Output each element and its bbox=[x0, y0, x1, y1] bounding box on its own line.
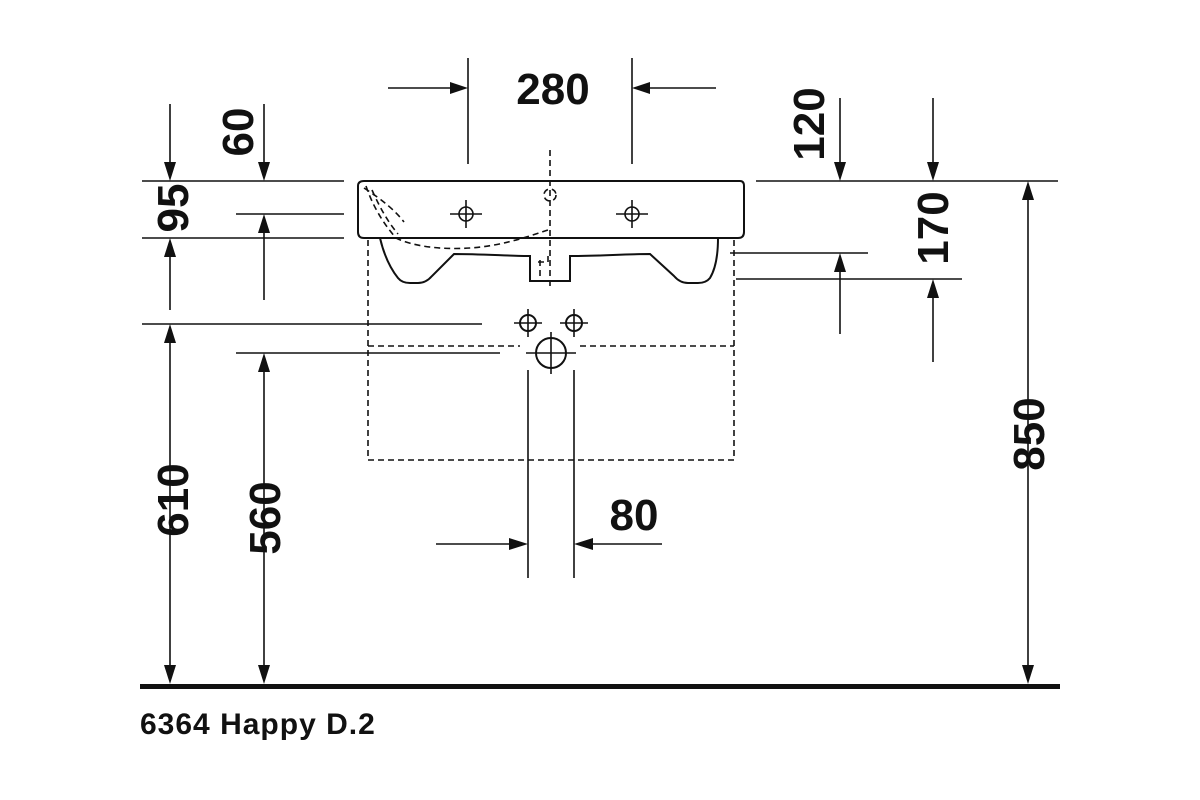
center-tap-hole-icon bbox=[543, 188, 557, 202]
dimension-80 bbox=[436, 370, 662, 578]
dim-rim-top-offset: 120 bbox=[785, 87, 834, 160]
dim-overflow-depth: 60 bbox=[214, 108, 263, 157]
dim-rim-to-overflow: 95 bbox=[149, 184, 198, 233]
dimension-610-560 bbox=[142, 323, 500, 684]
supply-connection-right-icon bbox=[560, 309, 588, 337]
dimension-60-95 bbox=[142, 104, 344, 310]
dim-waste-spacing: 80 bbox=[610, 491, 659, 540]
dimension-280 bbox=[388, 58, 716, 164]
tap-hole-right-icon bbox=[616, 200, 648, 228]
dim-rim-height: 850 bbox=[1005, 397, 1054, 470]
dim-basin-depth: 170 bbox=[909, 191, 958, 264]
model-caption: 6364 Happy D.2 bbox=[140, 708, 376, 741]
vanity-outline bbox=[367, 240, 735, 461]
floor-line bbox=[140, 684, 1060, 689]
dimension-850 bbox=[1022, 181, 1034, 684]
tap-hole-left-icon bbox=[450, 200, 482, 228]
waste-outlet-icon bbox=[526, 332, 576, 374]
dim-tap-spacing: 280 bbox=[516, 65, 589, 114]
basin-outline bbox=[357, 150, 745, 286]
dim-supply-height: 560 bbox=[241, 481, 290, 554]
dimension-120-170 bbox=[730, 98, 1058, 362]
dim-waste-height: 610 bbox=[149, 463, 198, 536]
supply-connection-left-icon bbox=[514, 309, 542, 337]
